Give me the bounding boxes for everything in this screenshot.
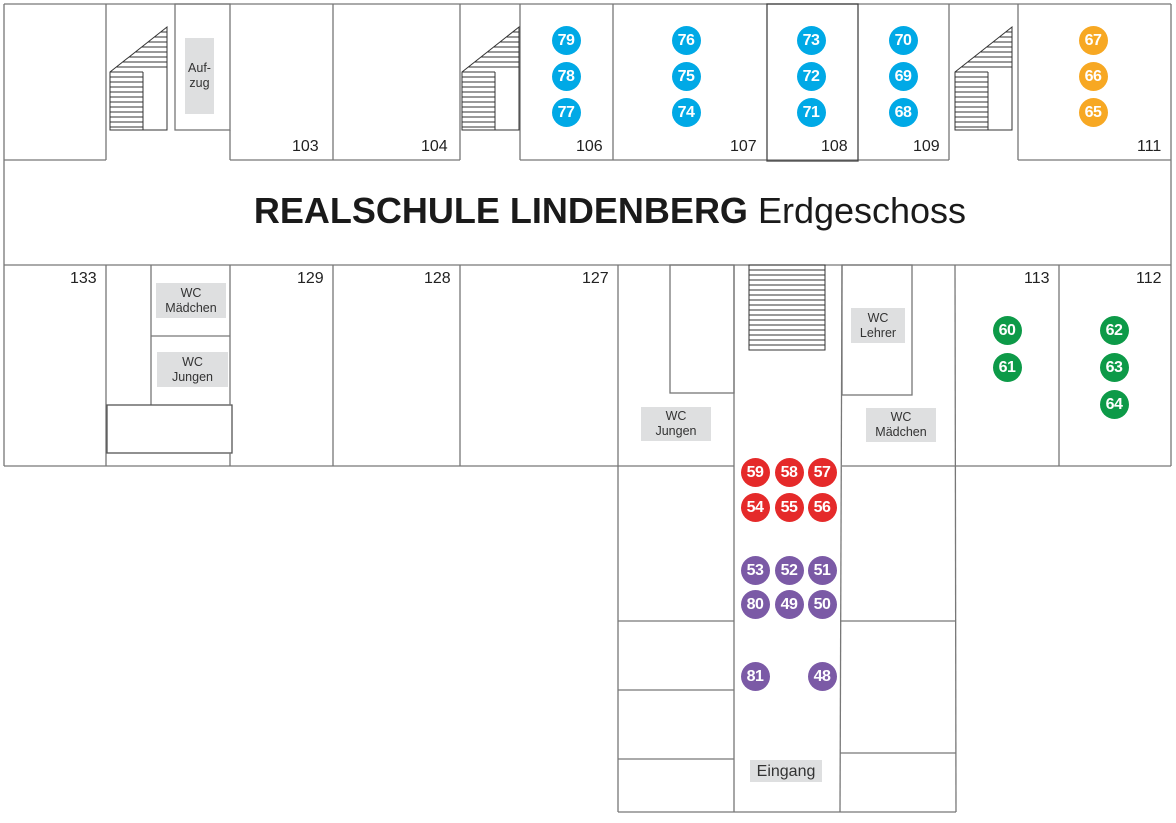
marker-50: 50 <box>807 589 837 619</box>
room-number-103: 103 <box>292 138 319 155</box>
marker-52: 52 <box>774 555 804 585</box>
room-number-133: 133 <box>70 270 97 287</box>
page-title: REALSCHULE LINDENBERG Erdgeschoss <box>253 190 967 231</box>
marker-63: 63 <box>1099 352 1129 382</box>
marker-59: 59 <box>740 457 770 487</box>
marker-61: 61 <box>992 352 1022 382</box>
elevator-label: Auf-zug <box>185 38 214 114</box>
staircase-icon <box>954 25 1013 131</box>
marker-79: 79 <box>551 25 581 55</box>
marker-68: 68 <box>888 97 918 127</box>
marker-66: 66 <box>1078 61 1108 91</box>
marker-65: 65 <box>1078 97 1108 127</box>
marker-75: 75 <box>671 61 701 91</box>
room-number-108: 108 <box>821 138 848 155</box>
marker-57: 57 <box>807 457 837 487</box>
marker-60: 60 <box>992 315 1022 345</box>
room-number-112: 112 <box>1136 270 1162 287</box>
marker-80: 80 <box>740 589 770 619</box>
marker-62: 62 <box>1099 315 1129 345</box>
marker-51: 51 <box>807 555 837 585</box>
marker-69: 69 <box>888 61 918 91</box>
room-number-107: 107 <box>730 138 757 155</box>
staircase-icon <box>461 25 520 131</box>
marker-77: 77 <box>551 97 581 127</box>
room-number-106: 106 <box>576 138 603 155</box>
room-number-113: 113 <box>1024 270 1050 287</box>
marker-54: 54 <box>740 492 770 522</box>
marker-73: 73 <box>796 25 826 55</box>
marker-74: 74 <box>671 97 701 127</box>
marker-71: 71 <box>796 97 826 127</box>
room-number-109: 109 <box>913 138 940 155</box>
entrance-label: Eingang <box>750 760 822 782</box>
room-number-129: 129 <box>297 270 324 287</box>
marker-81: 81 <box>740 661 770 691</box>
marker-72: 72 <box>796 61 826 91</box>
marker-76: 76 <box>671 25 701 55</box>
marker-78: 78 <box>551 61 581 91</box>
marker-49: 49 <box>774 589 804 619</box>
marker-48: 48 <box>807 661 837 691</box>
marker-55: 55 <box>774 492 804 522</box>
room-number-127: 127 <box>582 270 609 287</box>
staircase-center <box>748 264 826 351</box>
room-number-111: 111 <box>1137 138 1162 155</box>
staircase-icon <box>109 25 168 131</box>
room-number-128: 128 <box>424 270 451 287</box>
marker-67: 67 <box>1078 25 1108 55</box>
marker-56: 56 <box>807 492 837 522</box>
room-number-104: 104 <box>421 138 448 155</box>
marker-58: 58 <box>774 457 804 487</box>
marker-64: 64 <box>1099 389 1129 419</box>
marker-53: 53 <box>740 555 770 585</box>
marker-70: 70 <box>888 25 918 55</box>
